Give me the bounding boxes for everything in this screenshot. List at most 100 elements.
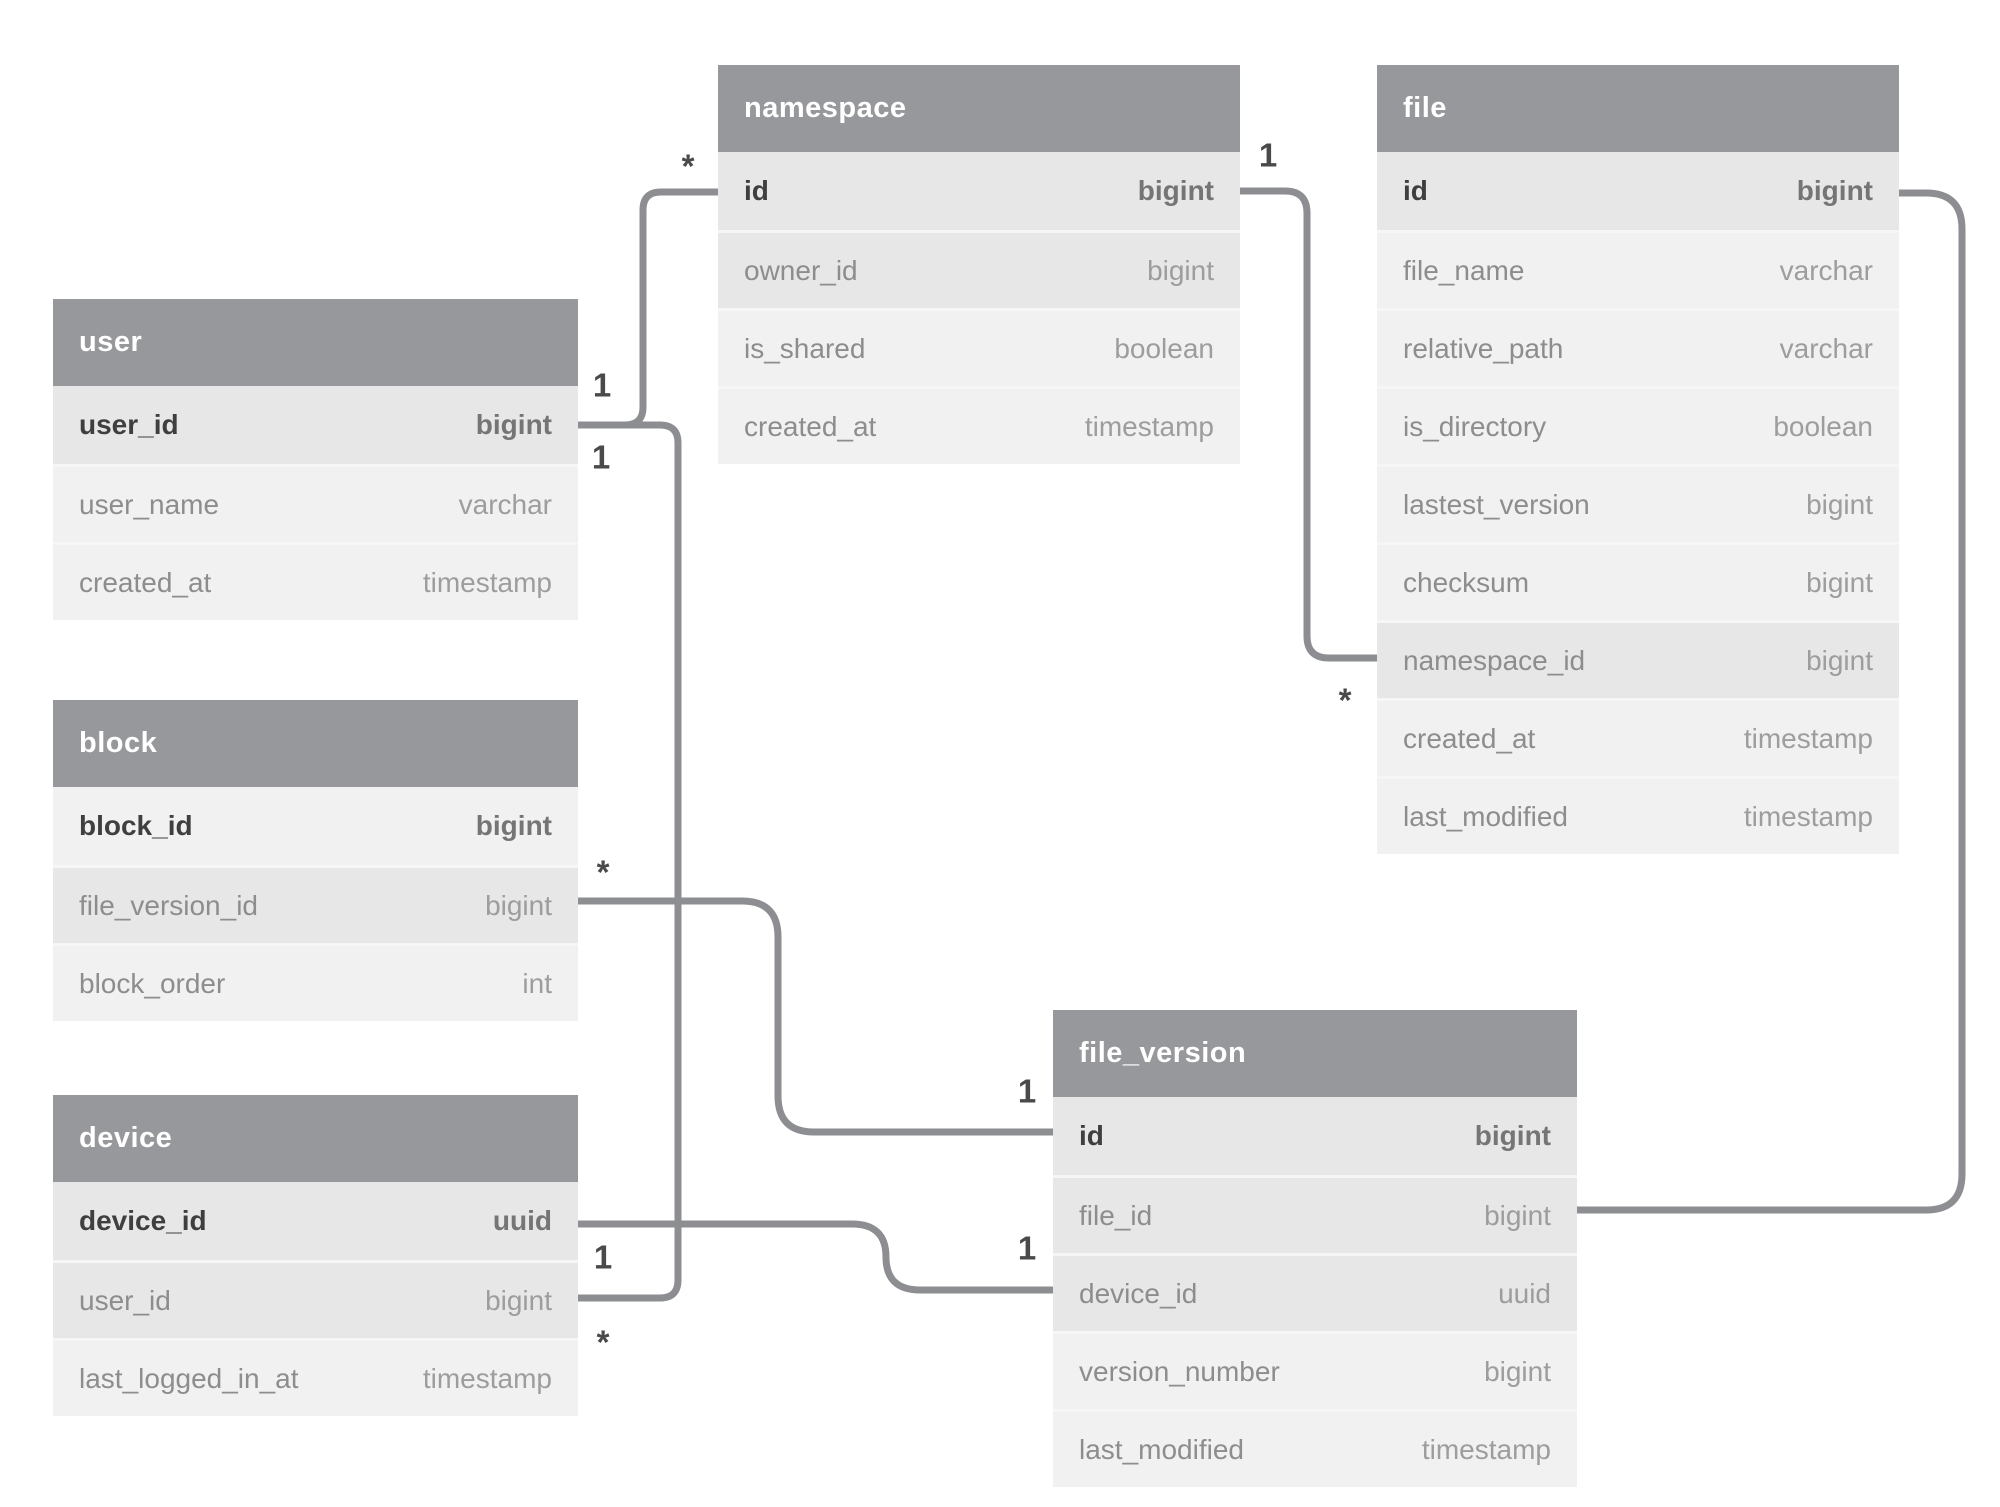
column-type: bigint: [475, 409, 552, 440]
column-row-file_version-file_id: file_id bigint: [1053, 1175, 1577, 1253]
column-name: is_directory: [1403, 410, 1547, 442]
column-row-file-checksum: checksum bigint: [1377, 542, 1899, 620]
column-type: bigint: [1484, 1199, 1551, 1231]
column-row-user-user_name: user_name varchar: [53, 464, 578, 542]
column-row-user-created_at: created_at timestamp: [53, 542, 578, 620]
column-name: id: [744, 175, 769, 206]
column-type: bigint: [1806, 488, 1873, 520]
column-type: timestamp: [1084, 410, 1214, 442]
column-name: lastest_version: [1403, 488, 1590, 520]
column-name: last_modified: [1079, 1433, 1244, 1465]
cardinality-label: 1: [1017, 1072, 1037, 1110]
relationship-line-device-fileversion: [578, 1220, 1053, 1294]
column-row-namespace-is_shared: is_shared boolean: [718, 308, 1240, 386]
relationship-line-block-fileversion: [578, 897, 1053, 1136]
column-type: bigint: [1796, 175, 1873, 206]
column-row-file-lastest_version: lastest_version bigint: [1377, 464, 1899, 542]
column-name: namespace_id: [1403, 644, 1586, 676]
cardinality-label: 1: [593, 1238, 613, 1276]
entity-file-version-title: file_version: [1053, 1010, 1577, 1097]
column-name: checksum: [1403, 566, 1530, 598]
column-type: timestamp: [422, 1362, 552, 1394]
column-row-device-last_logged_in_at: last_logged_in_at timestamp: [53, 1338, 578, 1416]
column-type: bigint: [1806, 644, 1873, 676]
entity-namespace[interactable]: namespace id bigint owner_id bigint is_s…: [718, 65, 1240, 464]
entity-device[interactable]: device device_id uuid user_id bigint las…: [53, 1095, 578, 1416]
column-row-namespace-owner_id: owner_id bigint: [718, 230, 1240, 308]
column-name: block_id: [79, 810, 193, 841]
column-type: bigint: [485, 1284, 552, 1316]
column-row-file-created_at: created_at timestamp: [1377, 698, 1899, 776]
cardinality-label: *: [681, 147, 695, 185]
column-row-file_version-last_modified: last_modified timestamp: [1053, 1409, 1577, 1487]
cardinality-label: 1: [591, 438, 611, 476]
column-type: boolean: [1114, 332, 1214, 364]
column-row-file_version-version_number: version_number bigint: [1053, 1331, 1577, 1409]
cardinality-label: 1: [1017, 1229, 1037, 1267]
column-row-file-last_modified: last_modified timestamp: [1377, 776, 1899, 854]
relationship-line-namespace-file: [1240, 187, 1377, 662]
column-name: id: [1403, 175, 1428, 206]
column-row-file-file_name: file_name varchar: [1377, 230, 1899, 308]
column-name: file_id: [1079, 1199, 1153, 1231]
column-name: last_modified: [1403, 800, 1568, 832]
entity-user[interactable]: user user_id bigint user_name varchar cr…: [53, 299, 578, 620]
column-type: varchar: [458, 488, 552, 520]
column-name: is_shared: [744, 332, 866, 364]
column-row-block-file_version_id: file_version_id bigint: [53, 865, 578, 943]
entity-namespace-title: namespace: [718, 65, 1240, 152]
column-type: bigint: [485, 889, 552, 921]
column-row-user-user_id: user_id bigint: [53, 386, 578, 464]
column-type: bigint: [1484, 1355, 1551, 1387]
entity-file[interactable]: file id bigint file_name varchar relativ…: [1377, 65, 1899, 854]
cardinality-label: *: [1338, 681, 1352, 719]
column-name: id: [1079, 1120, 1104, 1151]
relationship-line-file-fileversion: [1577, 189, 1966, 1214]
column-row-block-block_order: block_order int: [53, 943, 578, 1021]
column-type: varchar: [1779, 254, 1873, 286]
column-type: uuid: [492, 1205, 552, 1236]
column-row-namespace-id: id bigint: [718, 152, 1240, 230]
column-name: relative_path: [1403, 332, 1564, 364]
column-type: timestamp: [1743, 800, 1873, 832]
entity-file-version[interactable]: file_version id bigint file_id bigint de…: [1053, 1010, 1577, 1487]
column-name: device_id: [1079, 1277, 1198, 1309]
column-type: bigint: [1474, 1120, 1551, 1151]
cardinality-label: *: [596, 1323, 610, 1361]
entity-device-title: device: [53, 1095, 578, 1182]
relationship-line-user-device: [578, 421, 682, 1302]
column-row-block-block_id: block_id bigint: [53, 787, 578, 865]
column-name: block_order: [79, 967, 226, 999]
column-row-file_version-id: id bigint: [1053, 1097, 1577, 1175]
column-row-file-namespace_id: namespace_id bigint: [1377, 620, 1899, 698]
entity-block[interactable]: block block_id bigint file_version_id bi…: [53, 700, 578, 1021]
column-name: file_name: [1403, 254, 1525, 286]
column-type: timestamp: [1421, 1433, 1551, 1465]
column-row-file_version-device_id: device_id uuid: [1053, 1253, 1577, 1331]
column-row-device-user_id: user_id bigint: [53, 1260, 578, 1338]
column-row-device-device_id: device_id uuid: [53, 1182, 578, 1260]
column-name: version_number: [1079, 1355, 1280, 1387]
column-type: varchar: [1779, 332, 1873, 364]
column-type: bigint: [1147, 254, 1214, 286]
cardinality-label: 1: [592, 366, 612, 404]
column-type: uuid: [1498, 1277, 1551, 1309]
column-name: device_id: [79, 1205, 207, 1236]
column-name: created_at: [744, 410, 877, 442]
column-type: timestamp: [1743, 722, 1873, 754]
column-row-file-id: id bigint: [1377, 152, 1899, 230]
column-name: created_at: [1403, 722, 1536, 754]
cardinality-label: 1: [1258, 136, 1278, 174]
column-type: bigint: [1137, 175, 1214, 206]
column-type: bigint: [475, 810, 552, 841]
column-row-file-is_directory: is_directory boolean: [1377, 386, 1899, 464]
column-type: timestamp: [422, 566, 552, 598]
column-name: user_name: [79, 488, 220, 520]
column-name: user_id: [79, 409, 179, 440]
column-type: int: [522, 967, 552, 999]
column-name: user_id: [79, 1284, 171, 1316]
column-type: boolean: [1773, 410, 1873, 442]
column-row-file-relative_path: relative_path varchar: [1377, 308, 1899, 386]
